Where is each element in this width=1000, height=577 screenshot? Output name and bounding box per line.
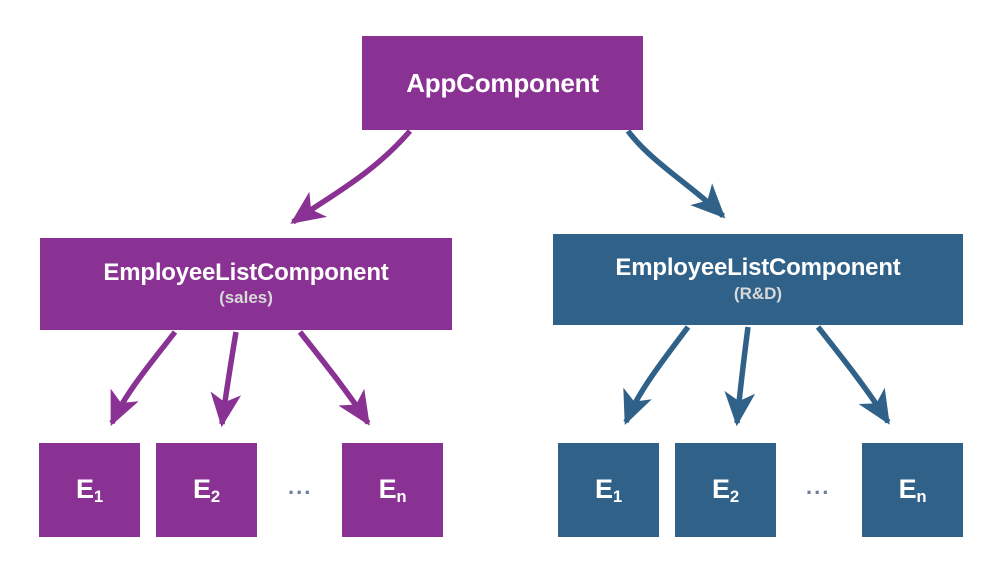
edge-rnd-to-en xyxy=(815,325,891,425)
node-employee-list-sales[interactable]: EmployeeListComponent (sales) xyxy=(40,238,452,330)
node-employee-sales-2-label: E2 xyxy=(193,474,220,507)
node-employee-list-rnd[interactable]: EmployeeListComponent (R&D) xyxy=(553,234,963,325)
edge-sales-to-e1 xyxy=(109,330,178,427)
node-employee-sales-1-label: E1 xyxy=(76,474,103,507)
node-app-component[interactable]: AppComponent xyxy=(362,36,643,130)
node-employee-sales-3-label: En xyxy=(378,474,407,507)
ellipsis-1: ... xyxy=(288,474,313,499)
node-employee-rnd-1[interactable]: E1 xyxy=(558,443,659,537)
edge-rnd-to-e1 xyxy=(623,325,691,426)
edge-rnd-to-e2 xyxy=(724,326,756,427)
node-employee-rnd-2-label: E2 xyxy=(712,474,739,507)
edge-sales-to-e2 xyxy=(210,331,242,428)
edge-sales-to-en xyxy=(297,330,371,426)
node-employee-list-rnd-label: EmployeeListComponent xyxy=(615,254,901,282)
node-employee-rnd-2[interactable]: E2 xyxy=(675,443,776,537)
node-employee-rnd-3[interactable]: En xyxy=(862,443,963,537)
node-employee-list-sales-label: EmployeeListComponent xyxy=(103,258,389,286)
node-employee-sales-3[interactable]: En xyxy=(342,443,443,537)
node-employee-sales-2[interactable]: E2 xyxy=(156,443,257,537)
node-employee-list-rnd-subtitle: (R&D) xyxy=(733,283,783,303)
node-employee-sales-1[interactable]: E1 xyxy=(39,443,140,537)
ellipsis-2: ... xyxy=(806,474,831,499)
edge-root-to-sales xyxy=(290,129,413,225)
node-app-component-label: AppComponent xyxy=(406,67,599,98)
node-employee-rnd-3-label: En xyxy=(898,474,927,507)
node-employee-rnd-1-label: E1 xyxy=(595,474,622,507)
edge-root-to-rnd xyxy=(625,129,726,219)
node-employee-list-sales-subtitle: (sales) xyxy=(219,288,273,308)
